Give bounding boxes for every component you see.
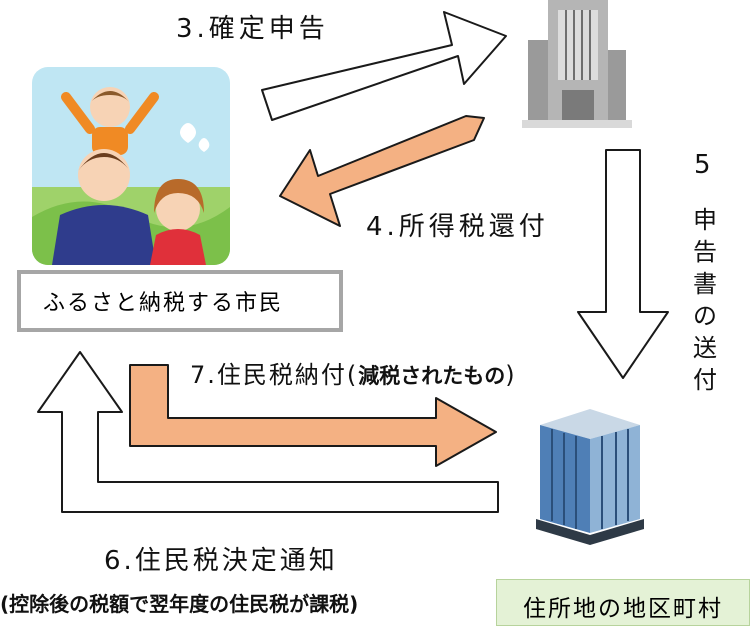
arrow-step6 xyxy=(37,351,499,513)
municipality-box: 住所地の地区町村 xyxy=(496,579,750,626)
tax-office-building-icon xyxy=(522,0,632,128)
arrow-step7 xyxy=(129,364,497,467)
citizen-box: ふるさと納税する市民 xyxy=(17,270,343,332)
step6-label: 6.住民税決定通知 xyxy=(104,546,338,576)
step7-label: 7.住民税納付(減税されたもの) xyxy=(190,355,517,390)
arrow-step4 xyxy=(279,115,485,227)
arrow-step5 xyxy=(577,149,669,379)
step3-label: 3.確定申告 xyxy=(176,14,329,44)
step4-label: 4.所得税還付 xyxy=(366,212,549,242)
citizen-label: ふるさと納税する市民 xyxy=(43,291,284,316)
family-illustration xyxy=(32,67,230,265)
step7-close: ) xyxy=(505,361,517,389)
step6-note: (控除後の税額で翌年度の住民税が課税) xyxy=(0,592,359,616)
step7-main: 7.住民税納付( xyxy=(190,361,359,389)
municipality-label: 住所地の地区町村 xyxy=(523,596,723,622)
arrow-step3 xyxy=(261,11,507,121)
step7-note: 減税されたもの xyxy=(358,364,506,388)
step5-text: 申告書の送付 xyxy=(693,206,717,394)
city-hall-building-icon xyxy=(530,395,650,545)
step5-number: 5 xyxy=(694,150,711,180)
